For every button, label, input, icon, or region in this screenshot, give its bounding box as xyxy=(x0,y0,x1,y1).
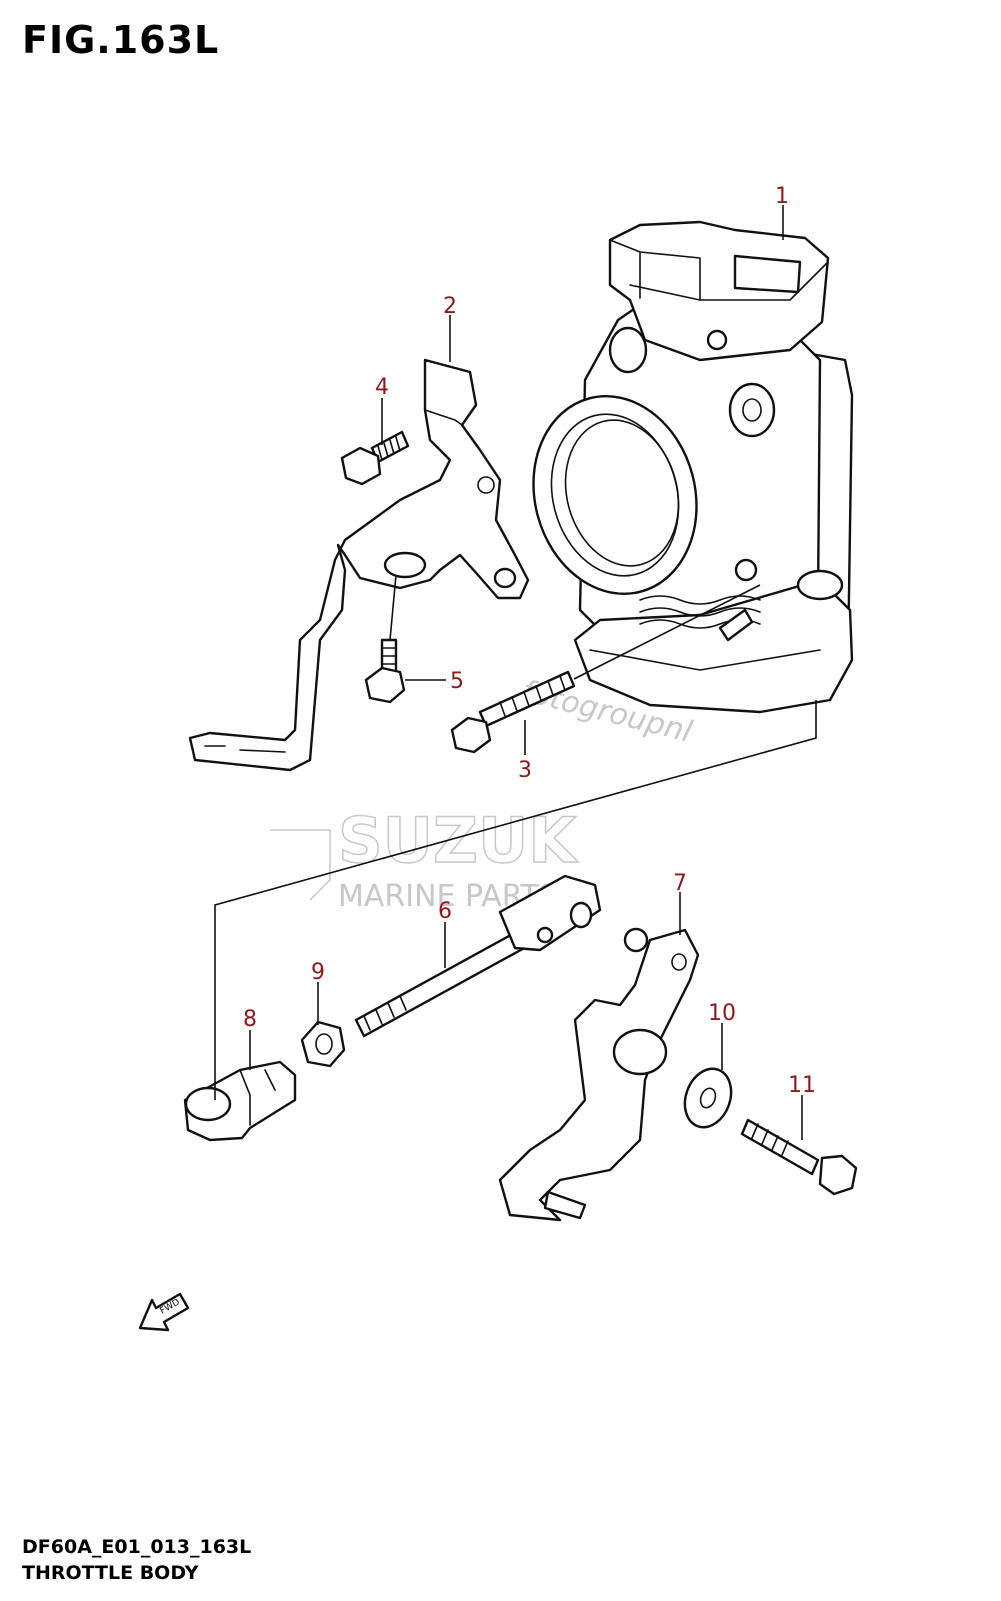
callout-10: 10 xyxy=(708,1001,736,1026)
callout-2: 2 xyxy=(443,294,457,319)
callout-6: 6 xyxy=(438,899,452,924)
part-8-joint xyxy=(183,1060,297,1142)
callout-4: 4 xyxy=(375,375,389,400)
callout-3: 3 xyxy=(518,758,532,783)
callout-11: 11 xyxy=(788,1073,816,1098)
callout-1: 1 xyxy=(775,184,789,209)
part-11-bolt xyxy=(740,1118,858,1196)
callout-leaders xyxy=(249,205,803,1140)
watermark-brand: SUZUK xyxy=(338,804,578,877)
part-5-bolt xyxy=(364,574,406,704)
figure-description: THROTTLE BODY xyxy=(22,1562,199,1584)
watermark-logo-shape xyxy=(270,829,331,901)
part-2-bracket xyxy=(188,358,530,772)
callouts: 1 2 3 4 5 6 7 8 9 10 11 xyxy=(243,184,816,1098)
callout-5: 5 xyxy=(450,669,464,694)
part-7-arm xyxy=(498,927,700,1222)
callout-7: 7 xyxy=(673,871,687,896)
callout-8: 8 xyxy=(243,1007,257,1032)
callout-9: 9 xyxy=(311,960,325,985)
figure-title: FIG.163L xyxy=(22,18,220,62)
figure-code: DF60A_E01_013_163L xyxy=(22,1536,252,1558)
part-3-bolt xyxy=(450,584,761,754)
part-1-throttle-body xyxy=(532,220,854,714)
part-9-nut xyxy=(300,1020,346,1068)
connection-line xyxy=(214,700,817,1100)
part-6-rod xyxy=(354,874,602,1038)
part-10-washer xyxy=(683,1067,733,1129)
part-4-bolt xyxy=(340,430,410,486)
fwd-arrow: FWD xyxy=(138,1292,190,1332)
